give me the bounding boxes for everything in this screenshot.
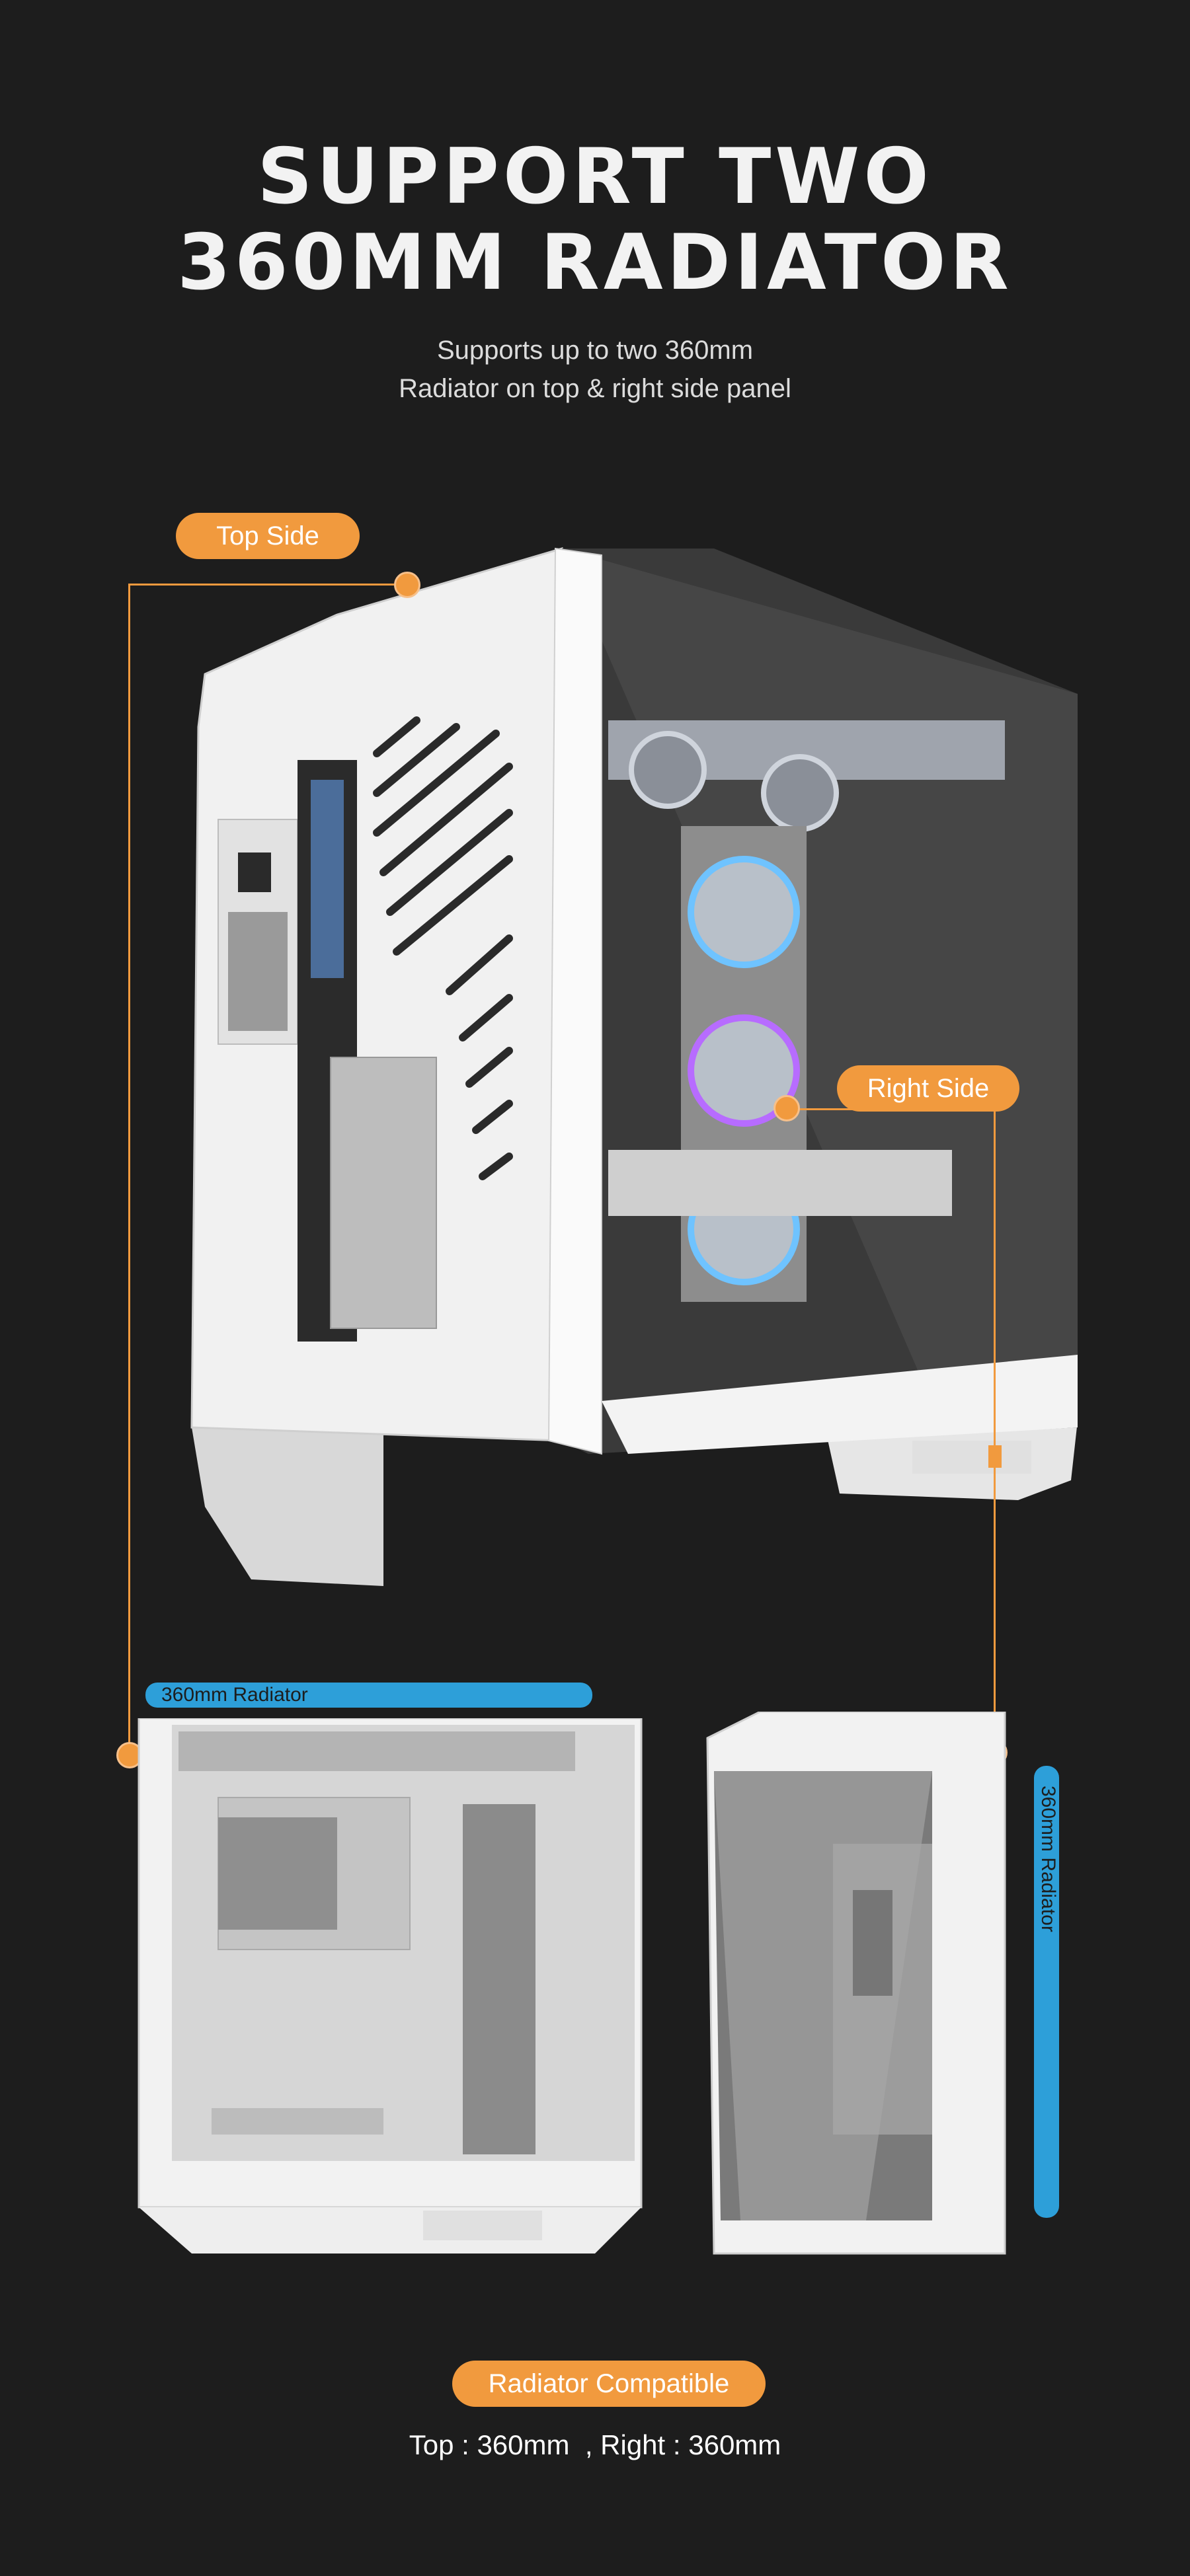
subtitle-line-2: Radiator on top & right side panel: [399, 374, 791, 403]
page-title-line-1: SUPPORT TWO: [257, 132, 933, 221]
right-radiator-label: 360mm Radiator: [1037, 1786, 1059, 1932]
right-radiator-bar: 360mm Radiator: [1034, 1766, 1059, 2218]
top-side-callout: Top Side: [176, 513, 360, 559]
right-side-connector-horizontal: [793, 1108, 995, 1110]
subtitle-line-1: Supports up to two 360mm: [436, 336, 754, 365]
radiator-compatible-spec: Top : 360mm , Right : 360mm: [409, 2429, 781, 2460]
pc-case-main-illustration: [190, 547, 1078, 1586]
pc-case-side-view-illustration: [706, 1712, 1006, 2255]
right-side-marker-dot: [774, 1095, 800, 1121]
top-side-marker-dot: [394, 572, 420, 598]
top-side-connector-vertical: [128, 584, 130, 1754]
radiator-compatible-badge: Radiator Compatible: [452, 2361, 766, 2407]
right-side-callout: Right Side: [837, 1065, 1019, 1112]
page-title-line-2: 360MM RADIATOR: [177, 218, 1013, 307]
pc-case-front-view-illustration: [138, 1718, 643, 2254]
top-radiator-label: 360mm Radiator: [145, 1683, 592, 1708]
top-side-connector-horizontal: [128, 584, 397, 586]
right-side-connector-vertical: [994, 1108, 996, 1736]
